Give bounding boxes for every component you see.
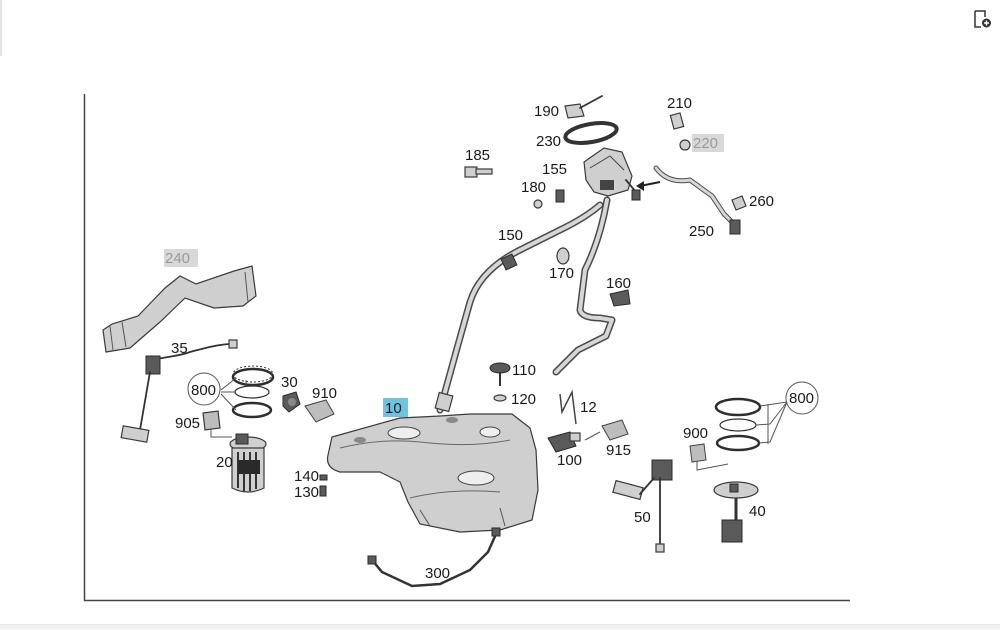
sensor-100-part	[547, 431, 581, 453]
fuel-pump-part	[229, 433, 267, 493]
heat-shield-part	[102, 265, 257, 353]
label-150[interactable]: 150	[498, 227, 523, 244]
label-170[interactable]: 170	[549, 265, 574, 282]
label-240[interactable]: 240	[165, 250, 190, 267]
grommet-170-part	[556, 247, 570, 265]
bolt-185-part	[464, 166, 493, 178]
cap-seal-part	[563, 121, 619, 145]
label-185[interactable]: 185	[465, 147, 490, 164]
filler-pipe-part	[434, 196, 616, 414]
label-155[interactable]: 155	[542, 161, 567, 178]
label-300[interactable]: 300	[425, 565, 450, 582]
label-100[interactable]: 100	[557, 452, 582, 469]
connector-260-part	[731, 195, 747, 211]
cover-915-part	[584, 419, 629, 441]
label-12[interactable]: 12	[580, 399, 597, 416]
highlight-220	[692, 134, 724, 152]
label-800-left[interactable]: 800	[191, 382, 216, 399]
label-210[interactable]: 210	[667, 95, 692, 112]
seal-rings-right-part	[714, 397, 788, 452]
level-sensor-part	[120, 339, 238, 443]
label-230[interactable]: 230	[536, 133, 561, 150]
clamp-160-part	[609, 289, 631, 307]
label-30[interactable]: 30	[281, 374, 298, 391]
clip-180-part	[533, 189, 565, 209]
gasket-900-part	[689, 443, 729, 471]
window-edge	[0, 0, 2, 56]
document-add-icon	[974, 10, 991, 28]
level-sensor-right-part	[612, 459, 673, 553]
vent-line-part	[636, 165, 741, 235]
label-140[interactable]: 140	[294, 468, 319, 485]
bolt-210-part	[669, 112, 685, 130]
gasket-905-part	[202, 410, 232, 438]
bracket-12-part	[559, 389, 577, 425]
label-190[interactable]: 190	[534, 103, 559, 120]
nut-220-part	[679, 139, 691, 151]
label-110[interactable]: 110	[512, 362, 536, 379]
label-220[interactable]: 220	[693, 135, 718, 152]
fuel-pump-right-part	[713, 481, 759, 543]
label-910[interactable]: 910	[312, 385, 337, 402]
nut-120-part	[493, 394, 507, 402]
label-250[interactable]: 250	[689, 223, 714, 240]
label-40[interactable]: 40	[749, 503, 766, 520]
circle-800-left	[187, 372, 221, 406]
label-120[interactable]: 120	[511, 391, 536, 408]
highlight-10	[383, 398, 408, 417]
label-905[interactable]: 905	[175, 415, 200, 432]
highlight-240	[164, 249, 198, 267]
label-180[interactable]: 180	[521, 179, 546, 196]
fuel-tank-part	[326, 413, 539, 533]
label-160[interactable]: 160	[606, 275, 631, 292]
bottom-bar	[0, 624, 1000, 630]
seal-rings-left-part	[220, 365, 275, 419]
label-35[interactable]: 35	[171, 340, 188, 357]
cover-910-part	[304, 399, 335, 423]
filler-neck-part	[583, 147, 641, 201]
label-900[interactable]: 900	[683, 425, 708, 442]
label-915[interactable]: 915	[606, 442, 631, 459]
valve-110-part	[489, 362, 511, 386]
circle-800-right	[785, 381, 819, 415]
fuel-cap-part	[564, 95, 603, 119]
label-800-right[interactable]: 800	[789, 390, 814, 407]
label-130[interactable]: 130	[294, 484, 319, 501]
line-300-part	[367, 527, 501, 588]
label-20[interactable]: 20	[216, 454, 233, 471]
valve-part	[282, 391, 301, 413]
bolts-140-130-part	[319, 474, 328, 497]
label-50[interactable]: 50	[634, 509, 651, 526]
add-document-button[interactable]	[970, 8, 994, 30]
label-10[interactable]: 10	[385, 400, 402, 417]
label-260[interactable]: 260	[749, 193, 774, 210]
